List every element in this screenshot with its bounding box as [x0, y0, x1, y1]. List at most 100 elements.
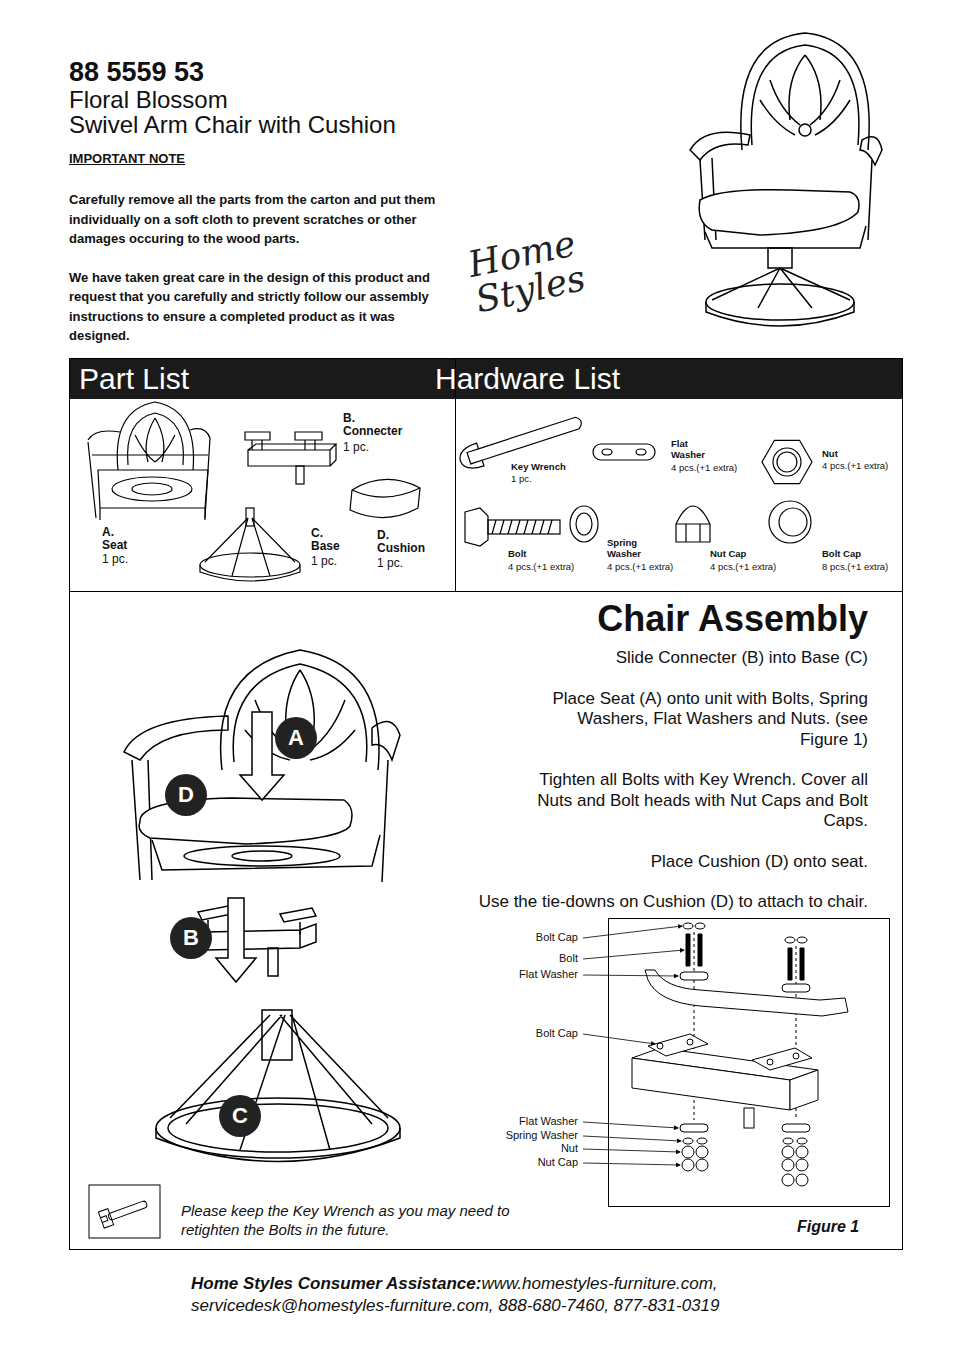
figure-hardware-picture-part	[785, 937, 795, 943]
assembly-chair-picture-part	[382, 760, 388, 882]
figure-hardware-picture-part	[696, 1146, 708, 1158]
assembly-connecter-picture-part	[216, 898, 256, 982]
list-panel: Hardware List	[456, 358, 903, 592]
assembly-chair-picture-part	[240, 712, 284, 800]
wrench-icon-part	[98, 1196, 149, 1228]
base-picture-part	[200, 565, 300, 581]
figure-hardware-picture-part	[782, 1146, 794, 1158]
hardware-quantity: 4 pcs.(+1 extra)	[508, 561, 574, 572]
figure-hardware-picture-part	[782, 1159, 794, 1171]
brand-logo: Home Styles	[465, 223, 597, 318]
seat-picture-part	[100, 508, 205, 520]
chair-picture-part	[690, 132, 750, 160]
figure-label: Flat Washer	[519, 1115, 578, 1128]
figure-hardware-picture-part	[683, 1138, 693, 1144]
chair-picture-part	[741, 33, 869, 150]
connecter-picture-part	[248, 444, 336, 466]
note-text: Carefully remove all the parts from the …	[69, 190, 454, 249]
figure-hardware-picture-part	[682, 1146, 694, 1158]
figure-label: Bolt Cap	[536, 931, 578, 944]
figure-hardware-picture-part	[790, 1070, 818, 1110]
hardware-pictures-part	[773, 448, 801, 476]
assembly-connecter-picture	[198, 898, 316, 982]
hardware-pictures-part	[676, 506, 710, 542]
figure-label: Bolt Cap	[536, 1027, 578, 1040]
key-wrench-picture-part-part	[478, 416, 583, 460]
hardware-quantity: 4 pcs.(+1 extra)	[822, 460, 888, 471]
hardware-pictures-part	[636, 449, 646, 455]
base-picture	[200, 508, 300, 581]
key-wrench-picture-part	[457, 410, 585, 472]
base-picture-part	[200, 553, 300, 577]
instruction-text: Place Seat (A) onto unit with Bolts, Spr…	[533, 689, 868, 751]
note-text: We have taken great care in the design o…	[69, 268, 444, 346]
hardware-pictures-part	[769, 501, 811, 543]
hardware-quantity: 4 pcs.(+1 extra)	[607, 561, 673, 572]
subtitle: Floral Blossom	[69, 86, 228, 115]
figure-label: Flat Washer	[519, 968, 578, 981]
part-name: A. Seat	[102, 526, 142, 552]
instruction-text: Tighten all Bolts with Key Wrench. Cover…	[503, 770, 868, 832]
chair-picture-part	[799, 124, 811, 136]
assembly-connecter-picture-part	[198, 906, 316, 922]
figure-hardware-picture-part	[782, 984, 810, 992]
section-heading: Chair Assembly	[597, 598, 868, 640]
figure-hardware-picture-part	[782, 1174, 794, 1186]
seat-picture-part	[132, 483, 172, 495]
callout-circle: D	[165, 774, 207, 816]
connecter-picture	[245, 432, 336, 484]
subtitle: Swivel Arm Chair with Cushion	[69, 111, 396, 140]
figure-hardware-picture-part	[793, 1053, 799, 1059]
seat-picture-part	[128, 413, 184, 465]
key-wrench-picture-part-part	[457, 443, 484, 472]
seat-picture	[88, 402, 210, 520]
hardware-pictures-part	[602, 449, 612, 455]
base-picture-part	[205, 518, 295, 576]
hardware-pictures-part	[465, 508, 488, 546]
figure-hardware-picture-part	[648, 1034, 812, 1070]
part-name: D. Cushion	[377, 529, 432, 555]
document-title: 88 5559 53	[69, 56, 204, 88]
part-quantity: 1 pc.	[343, 440, 369, 454]
callout-letter: B	[170, 917, 212, 959]
leader-lines	[583, 926, 684, 1165]
leader-lines-part	[583, 1122, 678, 1128]
figure-hardware-picture-part	[696, 1159, 708, 1171]
cushion-picture-part	[352, 488, 420, 497]
callout-circle: A	[275, 717, 317, 759]
assembly-base-picture-part	[170, 1015, 388, 1150]
cushion-picture-part	[350, 479, 420, 517]
figure-hardware-picture-part	[687, 1039, 693, 1045]
hardware-name: Flat Washer	[671, 439, 711, 460]
figure-hardware-picture-part	[782, 1124, 810, 1132]
figure-hardware-picture-part	[697, 1138, 707, 1144]
hardware-pictures-part	[777, 452, 797, 472]
assembly-chair-picture-part	[124, 716, 228, 760]
figure-hardware-picture-part	[682, 1159, 694, 1171]
figure-hardware-picture-part	[796, 1146, 808, 1158]
assembly-base-picture-part	[262, 1010, 292, 1060]
assembly-chair-picture-part	[221, 650, 379, 770]
keep-note: Please keep the Key Wrench as you may ne…	[181, 1201, 521, 1239]
chair-picture	[690, 33, 882, 326]
hardware-pictures	[465, 440, 812, 546]
figure-hardware-picture-part	[645, 970, 848, 1016]
footer-text: Home Styles Consumer Assistance:www.home…	[191, 1273, 816, 1317]
assembly-connecter-picture-part	[205, 924, 316, 950]
connecter-picture-part	[245, 432, 322, 440]
chair-picture-part	[705, 226, 866, 248]
wrench-icon-part-part	[98, 1209, 113, 1228]
assembly-connecter-picture-part	[268, 948, 278, 976]
leader-lines-part	[583, 1149, 680, 1152]
assembly-chair-picture-part	[372, 721, 400, 760]
figure-box: Figure 1	[608, 918, 890, 1207]
chair-picture-part	[706, 302, 854, 326]
panel-heading: Hardware List	[435, 359, 620, 399]
instruction-text: Use the tie-downs on Cushion (D) to atta…	[428, 892, 868, 913]
figure-label: Spring Washer	[506, 1129, 578, 1142]
connecter-picture-part	[296, 466, 304, 484]
leader-lines-part	[583, 1163, 680, 1165]
part-name: B. Connecter	[343, 412, 413, 438]
callout-circle: B	[170, 917, 212, 959]
figure-hardware-picture-part	[744, 1108, 754, 1128]
